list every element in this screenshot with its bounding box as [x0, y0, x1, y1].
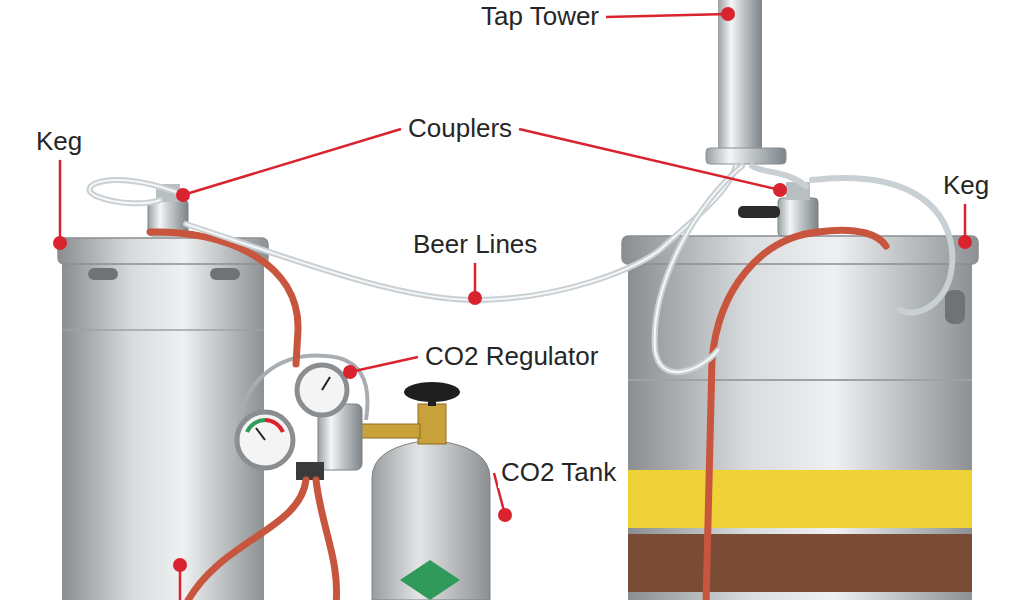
leader-line — [606, 14, 728, 17]
part-label: Couplers — [405, 114, 515, 144]
leader-dot — [343, 365, 357, 379]
leader-dot — [721, 7, 735, 21]
beer-line — [90, 166, 953, 372]
part-label: Keg — [33, 127, 85, 157]
leader-line — [350, 357, 418, 372]
leader-dot — [173, 558, 187, 572]
part-label: CO2 Regulator — [422, 342, 601, 372]
right-keg — [622, 182, 978, 600]
gas-hose — [150, 230, 886, 600]
leader-dot — [176, 188, 190, 202]
leader-dot — [53, 236, 67, 250]
part-label: Beer Lines — [410, 230, 540, 260]
leader-dot — [468, 291, 482, 305]
co2-regulator — [237, 356, 420, 480]
co2-tank — [372, 382, 490, 600]
part-label: Keg — [940, 171, 992, 201]
tap-tower — [706, 0, 786, 164]
leader-dot — [958, 235, 972, 249]
part-label: CO2 Tank — [498, 458, 619, 488]
leader-dot — [773, 183, 787, 197]
leader-line — [183, 129, 401, 195]
leader-dot — [498, 508, 512, 522]
leader-line — [59, 160, 62, 243]
leader-line — [519, 129, 780, 190]
part-label: Tap Tower — [478, 2, 602, 32]
